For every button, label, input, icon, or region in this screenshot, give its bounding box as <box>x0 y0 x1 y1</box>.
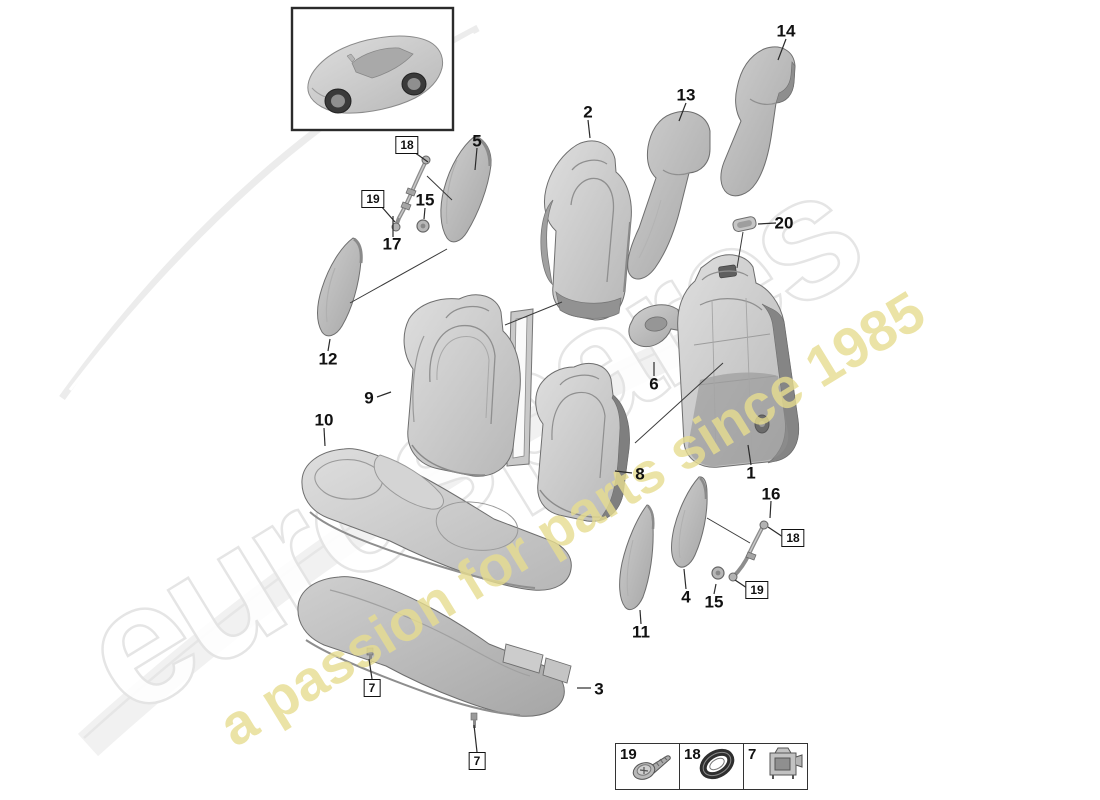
part-10-seat-cushion <box>301 448 572 591</box>
part-1-backrest-cover <box>677 254 800 468</box>
part-14-foam-pad <box>720 46 796 197</box>
legend-item-number: 18 <box>684 746 701 763</box>
fastener-legend: 19 18 7 <box>615 743 808 790</box>
screw-icon <box>629 747 677 788</box>
assembly-line <box>706 517 751 544</box>
assembly-line <box>349 248 448 304</box>
leader-line <box>683 568 687 590</box>
clip-icon <box>761 745 805 788</box>
leader-line <box>587 119 591 139</box>
part-4-side-trim <box>671 476 708 568</box>
leader-line <box>734 579 748 589</box>
part-17-mounting-bracket <box>391 155 431 232</box>
leader-line <box>614 470 633 474</box>
part-16-mounting-bracket <box>728 520 769 582</box>
part-2-backrest-cover <box>540 140 632 321</box>
leader-line <box>368 658 373 680</box>
part-15-nut-lower <box>711 566 725 580</box>
leader-line <box>678 102 687 122</box>
leader-line <box>639 609 642 625</box>
leader-line <box>473 724 478 753</box>
assembly-line <box>736 231 744 269</box>
leader-line <box>747 444 752 466</box>
legend-item-19: 19 <box>616 744 679 789</box>
legend-item-number: 7 <box>748 746 757 763</box>
legend-item-number: 19 <box>620 746 637 763</box>
assembly-line <box>504 301 563 326</box>
leader-line <box>423 207 426 220</box>
car-thumbnail <box>290 6 455 132</box>
leader-line <box>474 147 478 171</box>
leader-line <box>327 338 331 352</box>
part-9-backrest-cushion <box>403 294 521 477</box>
part-20-clip <box>732 216 757 232</box>
leader-line <box>769 500 772 519</box>
part-11-side-trim <box>619 504 655 611</box>
leader-line <box>767 526 784 538</box>
legend-item-7: 7 <box>743 744 807 789</box>
part-3-seat-foam <box>297 576 572 728</box>
part-15-nut-upper <box>416 219 430 233</box>
leader-line <box>323 427 326 447</box>
part-8-center-backrest <box>535 363 630 522</box>
part-5-side-trim <box>440 135 492 243</box>
legend-item-18: 18 <box>679 744 743 789</box>
leader-line <box>777 38 787 61</box>
part-13-foam-pad <box>627 110 711 280</box>
leader-line <box>713 583 717 595</box>
assembly-line <box>426 175 453 201</box>
leader-line <box>757 222 777 225</box>
part-12-side-trim <box>317 237 363 337</box>
leader-line <box>376 391 392 398</box>
assembly-line <box>634 362 724 444</box>
grommet-icon <box>693 745 741 788</box>
